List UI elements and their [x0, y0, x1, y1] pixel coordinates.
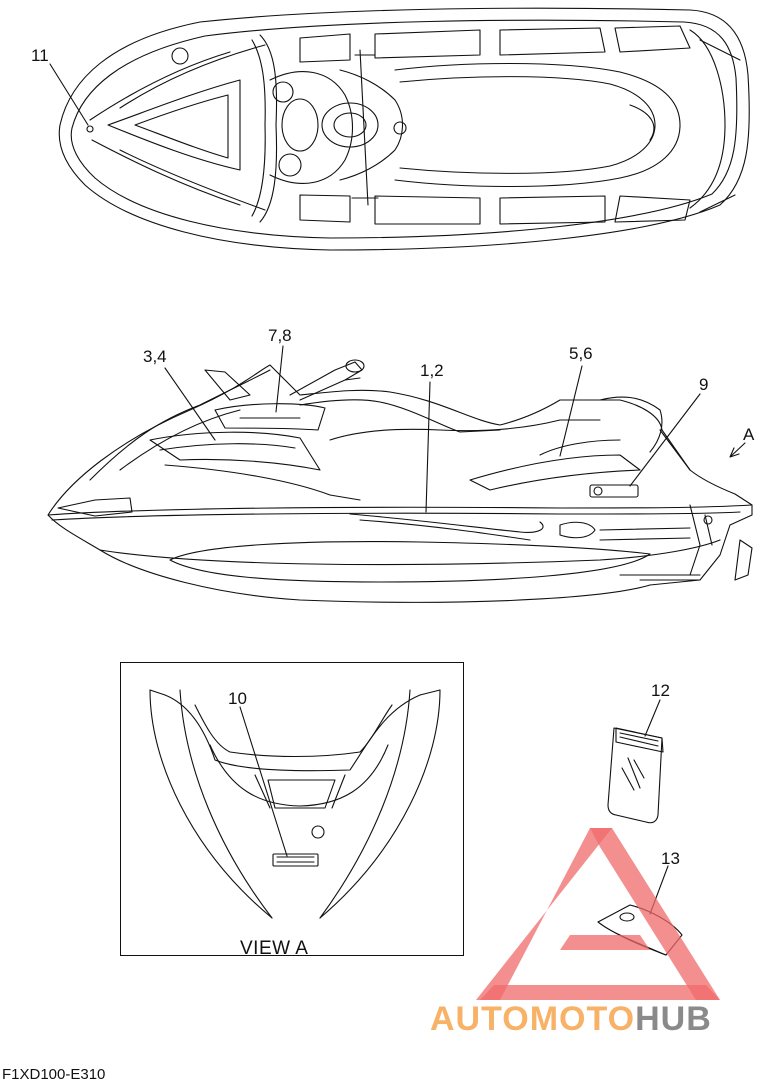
view-a-arrow: [729, 442, 746, 458]
callout-13: 13: [661, 849, 680, 868]
callout-3-4: 3,4: [143, 347, 167, 366]
callout-7-8: 7,8: [268, 326, 292, 345]
view-a-title: VIEW A: [240, 938, 309, 959]
callout-9: 9: [699, 375, 709, 394]
leader-line-5-6: [559, 365, 583, 457]
leader-line-10: [239, 706, 288, 857]
callout-12: 12: [651, 681, 670, 700]
view-a-stern-drawing: [149, 689, 441, 919]
leader-line-12: [644, 699, 661, 737]
diagram-code: F1XD100-E310: [2, 1066, 106, 1083]
leader-line-11: [49, 63, 89, 126]
watermark-logo-triangle: [476, 828, 720, 1000]
callout-10: 10: [228, 689, 247, 708]
callout-view-a: A: [743, 425, 755, 444]
side-view-watercraft: [47, 359, 753, 603]
callout-11: 11: [31, 46, 49, 65]
leader-line-9: [629, 393, 701, 487]
watermark-part-hub: HUB: [635, 1000, 712, 1038]
part-12-caution-label: [607, 727, 664, 824]
leader-line-7-8: [275, 345, 284, 413]
leader-line-3-4: [164, 367, 216, 441]
view-a-inset-frame: [120, 662, 464, 956]
watermark-text: AUTOMOTOHUB: [430, 1000, 712, 1039]
top-view-watercraft: [58, 7, 750, 251]
callout-5-6: 5,6: [569, 344, 593, 363]
leader-line-1-2: [425, 381, 431, 513]
callout-1-2: 1,2: [420, 361, 444, 380]
watermark-part-auto: AUTO: [430, 1000, 530, 1038]
watermark-part-moto: MOTO: [529, 1000, 636, 1038]
